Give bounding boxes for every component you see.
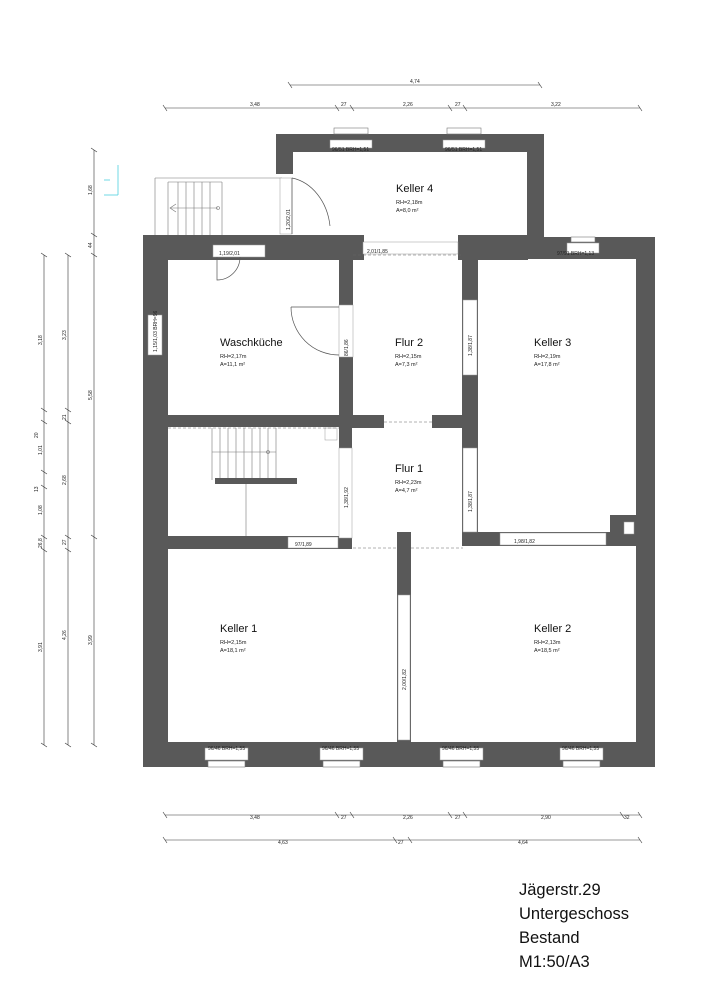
room-flur2: Flur 2 RH=2,15m A=7,3 m² [395, 337, 423, 368]
door-swings [216, 177, 340, 356]
dim-bottom-3: 2,26 [403, 815, 413, 821]
dim-left-7: 3,91 [38, 642, 44, 652]
room-flur2-area: A=7,3 m² [395, 362, 418, 368]
room-keller4: Keller 4 RH=2,18m A=8,0 m² [396, 183, 433, 214]
room-keller2: Keller 2 RH=2,13m A=18,5 m² [534, 623, 571, 654]
top-dimension-lines [162, 81, 643, 112]
room-keller1-area: A=18,1 m² [220, 648, 246, 654]
room-flur1-name: Flur 1 [395, 463, 423, 475]
dashed-thresholds [168, 254, 463, 549]
exterior-stair [154, 177, 282, 237]
title-status: Bestand [519, 929, 580, 947]
bottom-dimension-lines [162, 811, 643, 844]
dim-inner-1: 1,68 [88, 185, 94, 195]
dim-bottom-6: 32 [624, 815, 630, 821]
dim-mid-3: 2,68 [62, 475, 68, 485]
room-keller4-rh: RH=2,18m [396, 200, 423, 206]
dim-top-4: 27 [455, 102, 461, 108]
room-keller1-rh: RH=2,15m [220, 640, 247, 646]
room-keller2-name: Keller 2 [534, 623, 571, 635]
opening-labels: 96/51 BRH=1,51 96/51 BRH=1,51 97/91 BRH=… [153, 147, 599, 752]
room-flur2-rh: RH=2,15m [395, 354, 422, 360]
label-win-k1-right: 96/46 BRH=1,55 [322, 746, 359, 752]
dim-left-6: 26,8 [38, 538, 44, 548]
room-keller3: Keller 3 RH=2,19m A=17,8 m² [534, 337, 571, 368]
dim-bottom-5: 2,90 [541, 815, 551, 821]
dim-inner-3: 5,58 [88, 390, 94, 400]
dim-inner-4: 3,99 [88, 635, 94, 645]
dim-bottom-1: 3,48 [250, 815, 260, 821]
dim-mid-2: 21 [62, 414, 68, 420]
room-keller4-name: Keller 4 [396, 183, 433, 195]
title-floor: Untergeschoss [519, 905, 630, 923]
dim-top-3: 2,26 [403, 102, 413, 108]
room-waschkueche-rh: RH=2,17m [220, 354, 247, 360]
window-sills [207, 127, 601, 768]
label-door-flur2-k3: 1,38/1,87 [468, 335, 474, 356]
dim-left-5: 1,08 [38, 505, 44, 515]
dim-mid-4: 27 [62, 539, 68, 545]
label-door-k4: 1,20/2,01 [286, 209, 292, 230]
label-door-flur1-k3: 1,38/1,87 [468, 491, 474, 512]
label-win-wk: 1,15/1,03 BRH=96 [153, 311, 159, 352]
label-win-k2-left: 96/46 BRH=1,55 [442, 746, 479, 752]
dim-left-3: 1,01 [38, 445, 44, 455]
dim-top-2: 27 [341, 102, 347, 108]
label-door-flur2-top: 2,01/1,85 [367, 249, 388, 255]
openings-cutouts [147, 139, 635, 761]
dim-mid-5: 4,26 [62, 630, 68, 640]
label-win-k1-left: 96/46 BRH=1,55 [208, 746, 245, 752]
title-scale: M1:50/A3 [519, 953, 590, 971]
dim-top-total: 4,74 [410, 79, 420, 85]
dim-left-4: 13 [34, 486, 40, 492]
left-dimension-labels: 3,18 20 1,01 13 1,08 26,8 3,91 3,23 21 2… [34, 185, 94, 652]
dim-bottom-total-2: 27 [398, 840, 404, 846]
room-flur1-rh: RH=2,23m [395, 480, 422, 486]
room-keller3-rh: RH=2,19m [534, 354, 561, 360]
room-flur1: Flur 1 RH=2,23m A=4,7 m² [395, 463, 423, 494]
room-flur2-name: Flur 2 [395, 337, 423, 349]
label-win-k4-left: 96/51 BRH=1,51 [332, 147, 369, 153]
dim-inner-2: 44 [88, 242, 94, 248]
dim-top-5: 3,22 [551, 102, 561, 108]
room-waschkueche-name: Waschküche [220, 337, 283, 349]
label-door-wk-flur2: 86/1,86 [344, 339, 350, 356]
room-flur1-area: A=4,7 m² [395, 488, 418, 494]
room-keller2-area: A=18,5 m² [534, 648, 560, 654]
label-door-k1-k2: 2,00/1,82 [402, 669, 408, 690]
left-dimension-lines [40, 147, 98, 748]
dim-bottom-total-1: 4,63 [278, 840, 288, 846]
title-address: Jägerstr.29 [519, 881, 601, 899]
room-keller3-name: Keller 3 [534, 337, 571, 349]
interior-stair [211, 428, 277, 536]
dim-bottom-total-3: 4,64 [518, 840, 528, 846]
reference-marker [104, 165, 119, 196]
label-door-stair: 1,38/1,92 [344, 487, 350, 508]
label-door-stair-bottom: 97/1,89 [295, 542, 312, 548]
room-keller3-area: A=17,8 m² [534, 362, 560, 368]
dim-left-1: 3,18 [38, 335, 44, 345]
room-keller1: Keller 1 RH=2,15m A=18,1 m² [220, 623, 257, 654]
room-keller1-name: Keller 1 [220, 623, 257, 635]
label-door-wk-top: 1,19/2,01 [219, 251, 240, 257]
title-block: Jägerstr.29 Untergeschoss Bestand M1:50/… [519, 878, 699, 974]
dim-left-2: 20 [34, 432, 40, 438]
dim-mid-1: 3,23 [62, 330, 68, 340]
label-win-k4-right: 96/51 BRH=1,51 [445, 147, 482, 153]
dim-top-1: 3,48 [250, 102, 260, 108]
dim-bottom-4: 27 [455, 815, 461, 821]
label-win-k2-right: 96/46 BRH=1,55 [562, 746, 599, 752]
dim-bottom-2: 27 [341, 815, 347, 821]
label-win-k3: 97/91 BRH=1,13 [557, 251, 594, 257]
room-waschkueche-area: A=11,1 m² [220, 362, 245, 368]
label-door-k3-bottom: 1,98/1,82 [514, 539, 535, 545]
room-keller2-rh: RH=2,13m [534, 640, 561, 646]
room-waschkueche: Waschküche RH=2,17m A=11,1 m² [220, 337, 283, 368]
stair-wall [215, 478, 297, 484]
room-keller4-area: A=8,0 m² [396, 208, 419, 214]
